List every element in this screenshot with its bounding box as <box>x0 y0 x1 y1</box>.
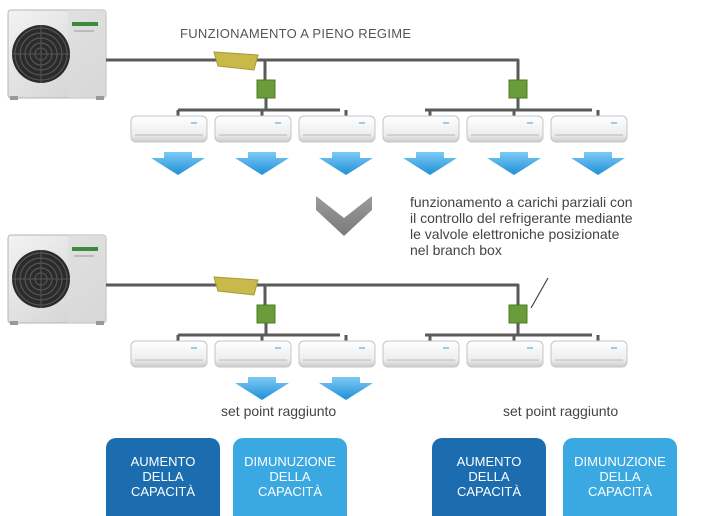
capacity-decrease-tag: DIMUNUZIONE DELLA CAPACITÀ <box>563 438 677 516</box>
status-led <box>359 347 365 349</box>
indoor-unit <box>130 115 208 143</box>
branch-box <box>508 304 528 324</box>
status-led <box>611 122 617 124</box>
tag-line: DELLA <box>142 469 184 484</box>
partial-load-system <box>7 234 628 400</box>
indoor-unit-body <box>298 340 376 368</box>
outdoor-unit <box>7 9 107 100</box>
status-led <box>611 347 617 349</box>
indoor-unit-body <box>466 115 544 143</box>
status-led <box>359 122 365 124</box>
indoor-unit <box>382 115 460 143</box>
status-led <box>275 122 281 124</box>
indoor-unit-body <box>130 115 208 143</box>
branch-box <box>256 304 276 324</box>
indoor-unit <box>466 115 544 143</box>
status-led <box>527 347 533 349</box>
partial-load-note-line: nel branch box <box>410 242 502 258</box>
indoor-unit <box>382 340 460 368</box>
indoor-unit-body <box>214 340 292 368</box>
indoor-unit-body <box>298 115 376 143</box>
tag-line: DELLA <box>468 469 510 484</box>
status-led <box>443 347 449 349</box>
indoor-unit-body <box>130 340 208 368</box>
airflow-arrow <box>403 152 457 175</box>
airflow-arrow <box>151 152 205 175</box>
indoor-unit-body <box>550 115 628 143</box>
indoor-unit-body <box>382 340 460 368</box>
outdoor-unit <box>7 234 107 325</box>
tag-line: CAPACITÀ <box>587 484 653 499</box>
tag-line: CAPACITÀ <box>130 484 196 499</box>
status-led <box>191 347 197 349</box>
indoor-unit <box>550 115 628 143</box>
transition-arrow <box>316 196 372 236</box>
indoor-unit-body <box>214 115 292 143</box>
partial-load-note-line: funzionamento a carichi parziali con <box>410 194 633 210</box>
header-valve <box>213 276 259 296</box>
outdoor-unit-foot <box>96 96 104 100</box>
airflow-arrow <box>235 377 289 400</box>
tag-line: CAPACITÀ <box>456 484 522 499</box>
indoor-unit <box>550 340 628 368</box>
tag-line: DELLA <box>269 469 311 484</box>
status-led <box>443 122 449 124</box>
airflow-arrow <box>487 152 541 175</box>
capacity-increase-tag: AUMENTO DELLA CAPACITÀ <box>106 438 220 516</box>
unit-badge <box>74 30 94 32</box>
full-load-caption: FUNZIONAMENTO A PIENO REGIME <box>180 26 412 41</box>
branch-box <box>508 79 528 99</box>
indoor-unit-body <box>550 340 628 368</box>
capacity-increase-tag: AUMENTO DELLA CAPACITÀ <box>432 438 546 516</box>
tag-line: CAPACITÀ <box>257 484 323 499</box>
partial-load-note: funzionamento a carichi parziali con il … <box>410 194 633 258</box>
indoor-unit-body <box>382 115 460 143</box>
tag-line: DIMUNUZIONE <box>574 454 666 469</box>
brand-logo <box>72 22 98 26</box>
outdoor-unit-foot <box>10 321 18 325</box>
status-led <box>275 347 281 349</box>
airflow-arrow <box>319 152 373 175</box>
full-load-system <box>7 9 628 175</box>
indoor-unit-body <box>466 340 544 368</box>
indoor-unit <box>214 115 292 143</box>
airflow-arrow <box>235 152 289 175</box>
airflow-arrow <box>571 152 625 175</box>
indoor-unit <box>214 340 292 368</box>
setpoint-reached-label: set point raggiunto <box>221 403 337 419</box>
indoor-unit <box>298 340 376 368</box>
indoor-unit <box>466 340 544 368</box>
tag-line: DIMUNUZIONE <box>244 454 336 469</box>
setpoint-reached-label: set point raggiunto <box>503 403 619 419</box>
status-led <box>527 122 533 124</box>
status-led <box>191 122 197 124</box>
outdoor-unit-foot <box>10 96 18 100</box>
partial-load-note-line: le valvole elettroniche posizionate <box>410 226 620 242</box>
indoor-unit <box>130 340 208 368</box>
refrigerant-pipe <box>106 283 520 307</box>
unit-badge <box>74 255 94 257</box>
header-valve <box>213 51 259 71</box>
callout-line <box>530 277 549 309</box>
capacity-decrease-tag: DIMUNUZIONE DELLA CAPACITÀ <box>233 438 347 516</box>
indoor-unit <box>298 115 376 143</box>
partial-load-note-line: il controllo del refrigerante mediante <box>410 210 633 226</box>
outdoor-unit-foot <box>96 321 104 325</box>
tag-line: AUMENTO <box>130 454 196 469</box>
airflow-arrow <box>319 377 373 400</box>
branch-box <box>256 79 276 99</box>
refrigerant-pipe <box>106 58 520 82</box>
tag-line: DELLA <box>599 469 641 484</box>
tag-line: AUMENTO <box>456 454 522 469</box>
brand-logo <box>72 247 98 251</box>
